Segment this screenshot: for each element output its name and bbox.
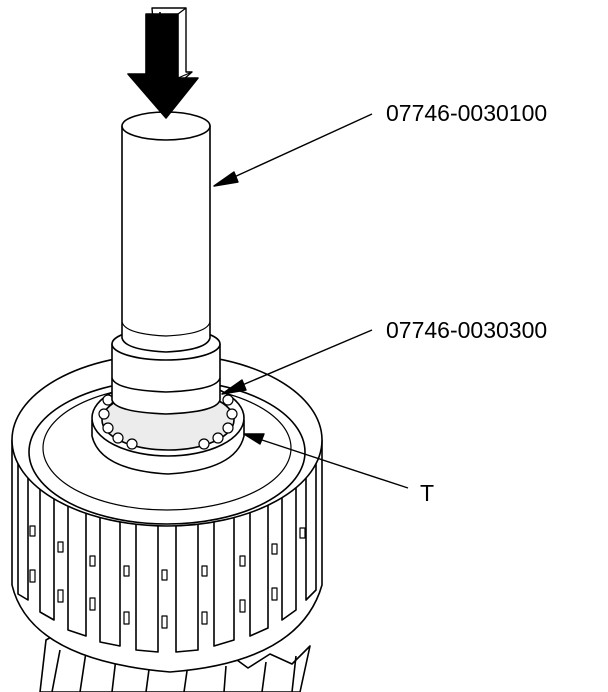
driver-callout-label: 07746-0030100 — [386, 100, 547, 126]
attachment-callout-label: 07746-0030300 — [386, 317, 547, 343]
driver-tool — [121, 111, 211, 353]
bearing-rollers — [98, 394, 238, 450]
clutch-drum — [11, 353, 323, 673]
down-arrow-icon — [127, 7, 199, 119]
leader-lines — [213, 113, 409, 489]
drum-splines — [17, 447, 317, 653]
bearing-callout-label: T — [420, 480, 434, 506]
spline-slots — [29, 525, 306, 629]
